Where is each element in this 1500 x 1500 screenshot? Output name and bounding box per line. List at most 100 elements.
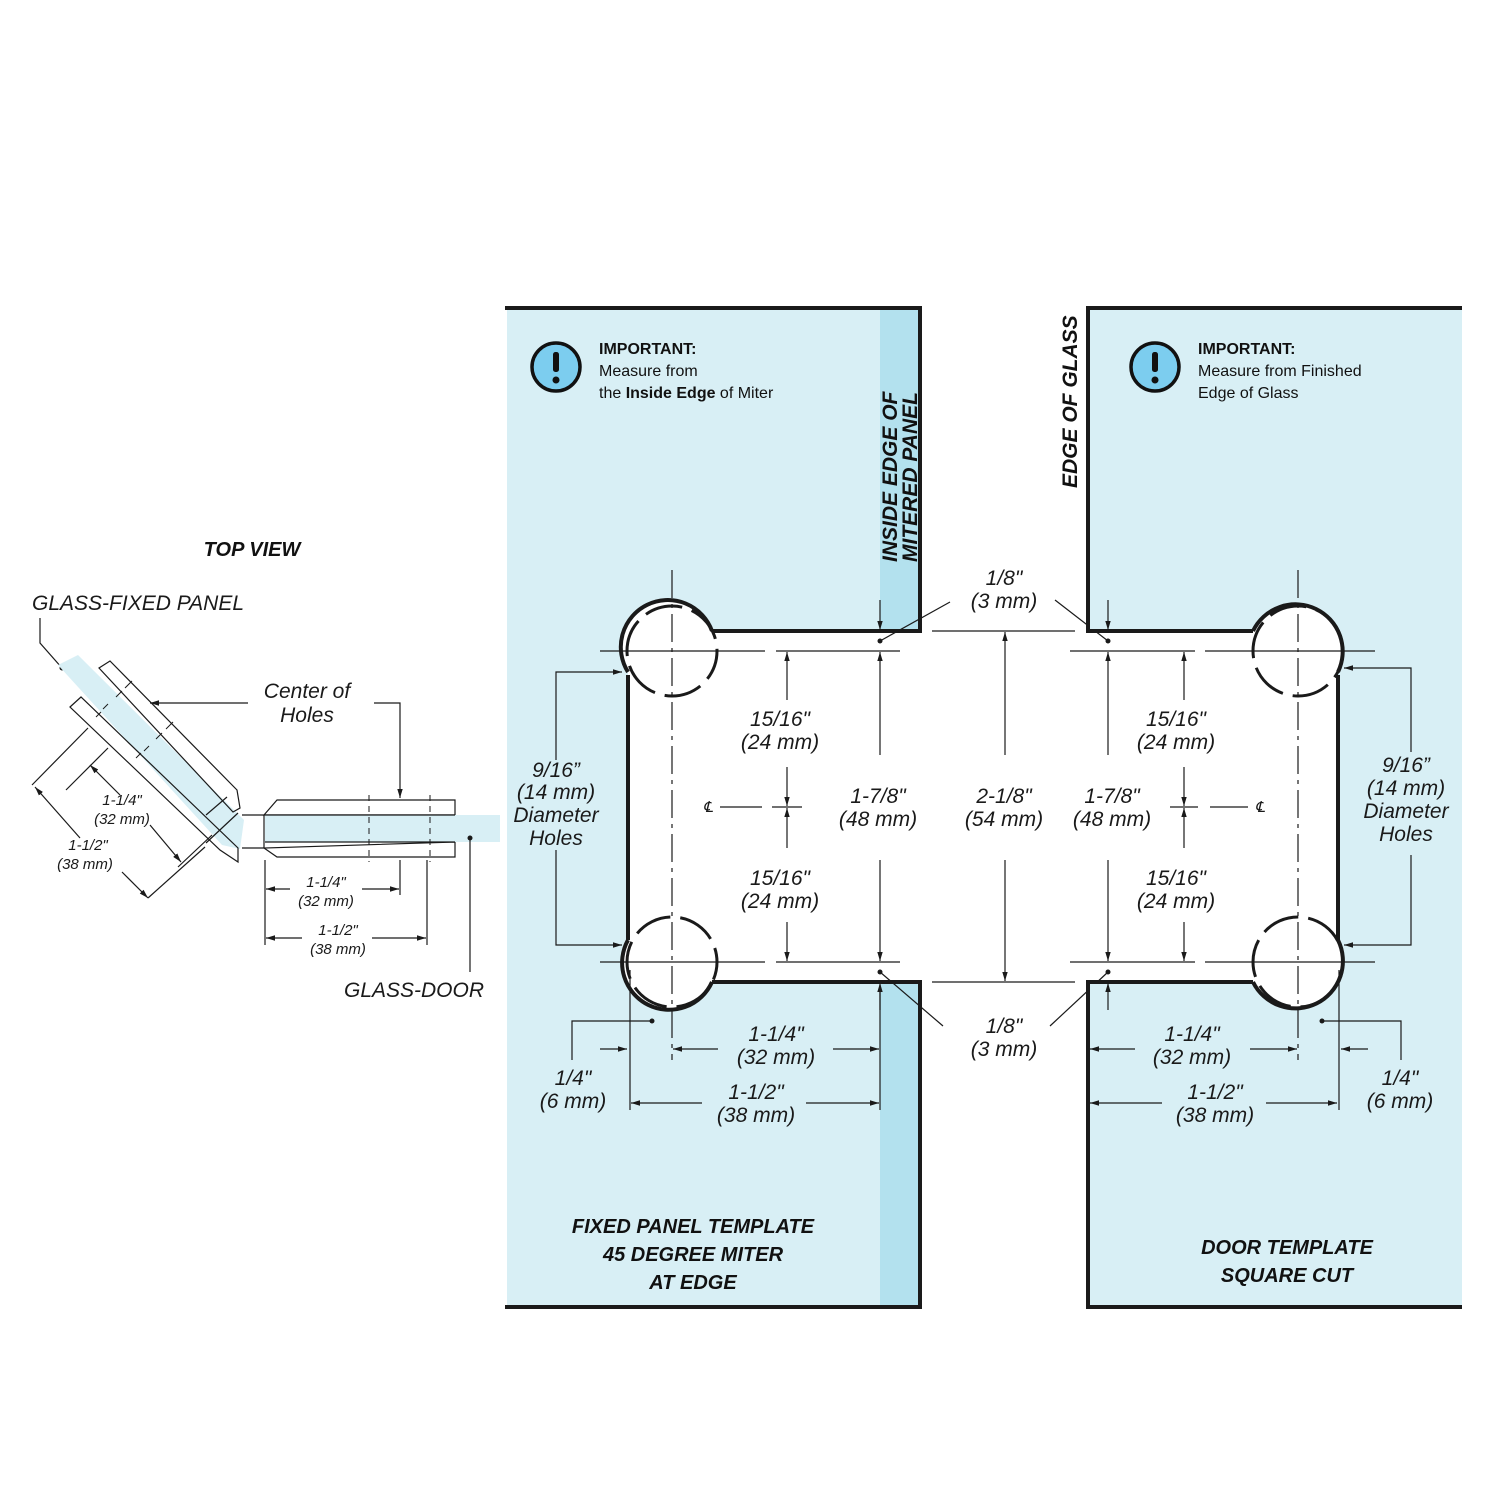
fixed-offset-dot — [649, 1018, 655, 1024]
center-dimensions: 2-1/8" (54 mm) 1/8" (3 mm) 1/8" (3 mm) — [879, 567, 1109, 1061]
fixed-diameter-mm: (14 mm) — [517, 781, 595, 804]
angled-ext-1 — [65, 747, 109, 791]
fixed-panel-template: IMPORTANT: Measure from the Inside Edge … — [505, 306, 922, 1309]
fixed-depth-mm: (38 mm) — [717, 1104, 795, 1127]
door-upper-in: 15/16" — [1146, 708, 1208, 731]
fixed-panel-glass — [507, 308, 920, 1307]
fixed-diameter-line3: Diameter — [513, 804, 599, 827]
straight-inner-mm: (32 mm) — [298, 893, 354, 910]
angled-ext-4 — [147, 846, 206, 899]
center-height-mm: (54 mm) — [965, 808, 1043, 831]
fixed-diameter-leader-bottom — [555, 850, 622, 948]
door-title-line1: DOOR TEMPLATE — [1201, 1237, 1374, 1259]
door-diameter-mm: (14 mm) — [1367, 777, 1445, 800]
door-note-title: IMPORTANT: — [1198, 341, 1295, 358]
door-diameter-leader-top — [1344, 665, 1412, 752]
angled-glass — [58, 655, 244, 849]
edge-of-glass-text: EDGE OF GLASS — [1059, 315, 1082, 488]
door-upper-mm: (24 mm) — [1137, 731, 1215, 754]
fixed-panel-label: GLASS-FIXED PANEL — [32, 592, 244, 615]
fixed-title-line1: FIXED PANEL TEMPLATE — [572, 1216, 815, 1238]
top-view-title: TOP VIEW — [204, 539, 303, 561]
angled-clamp-link — [205, 812, 239, 844]
door-gap-bottom-dot — [1105, 969, 1111, 975]
straight-hole-ticks — [368, 795, 431, 862]
fixed-height-mm: (48 mm) — [839, 808, 917, 831]
fixed-offset-leader — [571, 1020, 652, 1060]
door-offset-in: 1/4" — [1382, 1067, 1420, 1090]
angled-clamp-link2 — [205, 796, 228, 816]
door-offset-dot — [1319, 1018, 1325, 1024]
center-gap-bottom-in: 1/8" — [986, 1015, 1024, 1038]
fixed-title-line2: 45 DEGREE MITER — [602, 1244, 784, 1266]
straight-outer-mm: (38 mm) — [310, 941, 366, 958]
angled-dim-outer-b — [121, 871, 149, 899]
door-panel-glass — [1088, 308, 1462, 1307]
angled-outer-mm: (38 mm) — [57, 856, 113, 873]
hinge-body — [242, 814, 265, 849]
angled-ext-2 — [31, 727, 89, 786]
door-offset-mm: (6 mm) — [1367, 1090, 1434, 1113]
angled-hole-ticks — [95, 680, 174, 759]
angled-inner-in: 1-1/4" — [102, 792, 142, 809]
fixed-diameter-in: 9/16” — [532, 759, 581, 782]
center-height-in: 2-1/8" — [975, 785, 1033, 808]
door-hole-edge-mm: (32 mm) — [1153, 1046, 1231, 1069]
straight-plate-top — [262, 799, 456, 816]
angled-inner-mm: (32 mm) — [94, 811, 150, 828]
door-height-mm: (48 mm) — [1073, 808, 1151, 831]
fixed-upper-in: 15/16" — [750, 708, 812, 731]
miter-strip-top — [880, 310, 920, 631]
center-gap-top-mm: (3 mm) — [971, 590, 1038, 613]
door-offset-leader — [1322, 1020, 1402, 1060]
fixed-centerline-symbol: ℄ — [703, 799, 713, 816]
door-title-line2: SQUARE CUT — [1221, 1265, 1355, 1287]
fixed-diameter-leader-top — [555, 669, 622, 760]
door-panel-template: EDGE OF GLASS IMPORTANT: Measure from Fi… — [1059, 306, 1462, 1309]
door-gap-top-dot — [1105, 638, 1111, 644]
door-diameter-line3: Diameter — [1363, 800, 1449, 823]
center-gap-top-in: 1/8" — [986, 567, 1024, 590]
fixed-upper-mm: (24 mm) — [741, 731, 819, 754]
door-note-line1: Measure from Finished — [1198, 363, 1362, 380]
fixed-panel-leader — [39, 618, 63, 669]
fixed-title-line3: AT EDGE — [648, 1272, 737, 1294]
fixed-hole-edge-in: 1-1/4" — [748, 1023, 805, 1046]
center-of-holes-line1: Center of — [264, 680, 353, 703]
glass-door-label: GLASS-DOOR — [344, 979, 484, 1002]
door-depth-in: 1-1/2" — [1187, 1081, 1244, 1104]
fixed-offset-in: 1/4" — [555, 1067, 593, 1090]
door-centerline-symbol: ℄ — [1255, 799, 1265, 816]
angled-outer-in: 1-1/2" — [68, 837, 108, 854]
center-gap-bottom-mm: (3 mm) — [971, 1038, 1038, 1061]
door-lower-mm: (24 mm) — [1137, 890, 1215, 913]
door-height-in: 1-7/8" — [1084, 785, 1141, 808]
straight-outer-in: 1-1/2" — [318, 922, 358, 939]
center-gap-top-leader-left — [879, 601, 951, 642]
fixed-depth-in: 1-1/2" — [728, 1081, 785, 1104]
angled-ext-3 — [177, 834, 213, 868]
angled-dim-inner — [89, 764, 121, 796]
angled-plate-outer — [98, 660, 241, 813]
door-glass — [265, 815, 500, 842]
fixed-offset-mm: (6 mm) — [540, 1090, 607, 1113]
door-diameter-in: 9/16” — [1382, 754, 1431, 777]
fixed-panel-outline — [505, 306, 922, 1309]
straight-plate-bottom — [262, 841, 456, 858]
fixed-diameter-line4: Holes — [529, 827, 583, 850]
edge-of-glass-label: EDGE OF GLASS — [1059, 315, 1082, 488]
center-of-holes-line2: Holes — [280, 704, 334, 727]
inside-edge-label-line2: MITERED PANEL — [899, 392, 922, 562]
fixed-note-title: IMPORTANT: — [599, 341, 696, 358]
fixed-important-note: IMPORTANT: Measure from the Inside Edge … — [530, 341, 774, 402]
inside-edge-label: INSIDE EDGE OF MITERED PANEL — [879, 390, 922, 562]
center-of-holes-leader-right — [374, 702, 403, 798]
fixed-note-line1: Measure from — [599, 363, 698, 380]
door-diameter-leader-bottom — [1344, 855, 1412, 948]
miter-strip-bottom — [880, 982, 920, 1307]
fixed-height-in: 1-7/8" — [850, 785, 907, 808]
angled-dim-outer — [34, 786, 81, 839]
fixed-lower-in: 15/16" — [750, 867, 812, 890]
door-important-note: IMPORTANT: Measure from Finished Edge of… — [1129, 341, 1362, 402]
